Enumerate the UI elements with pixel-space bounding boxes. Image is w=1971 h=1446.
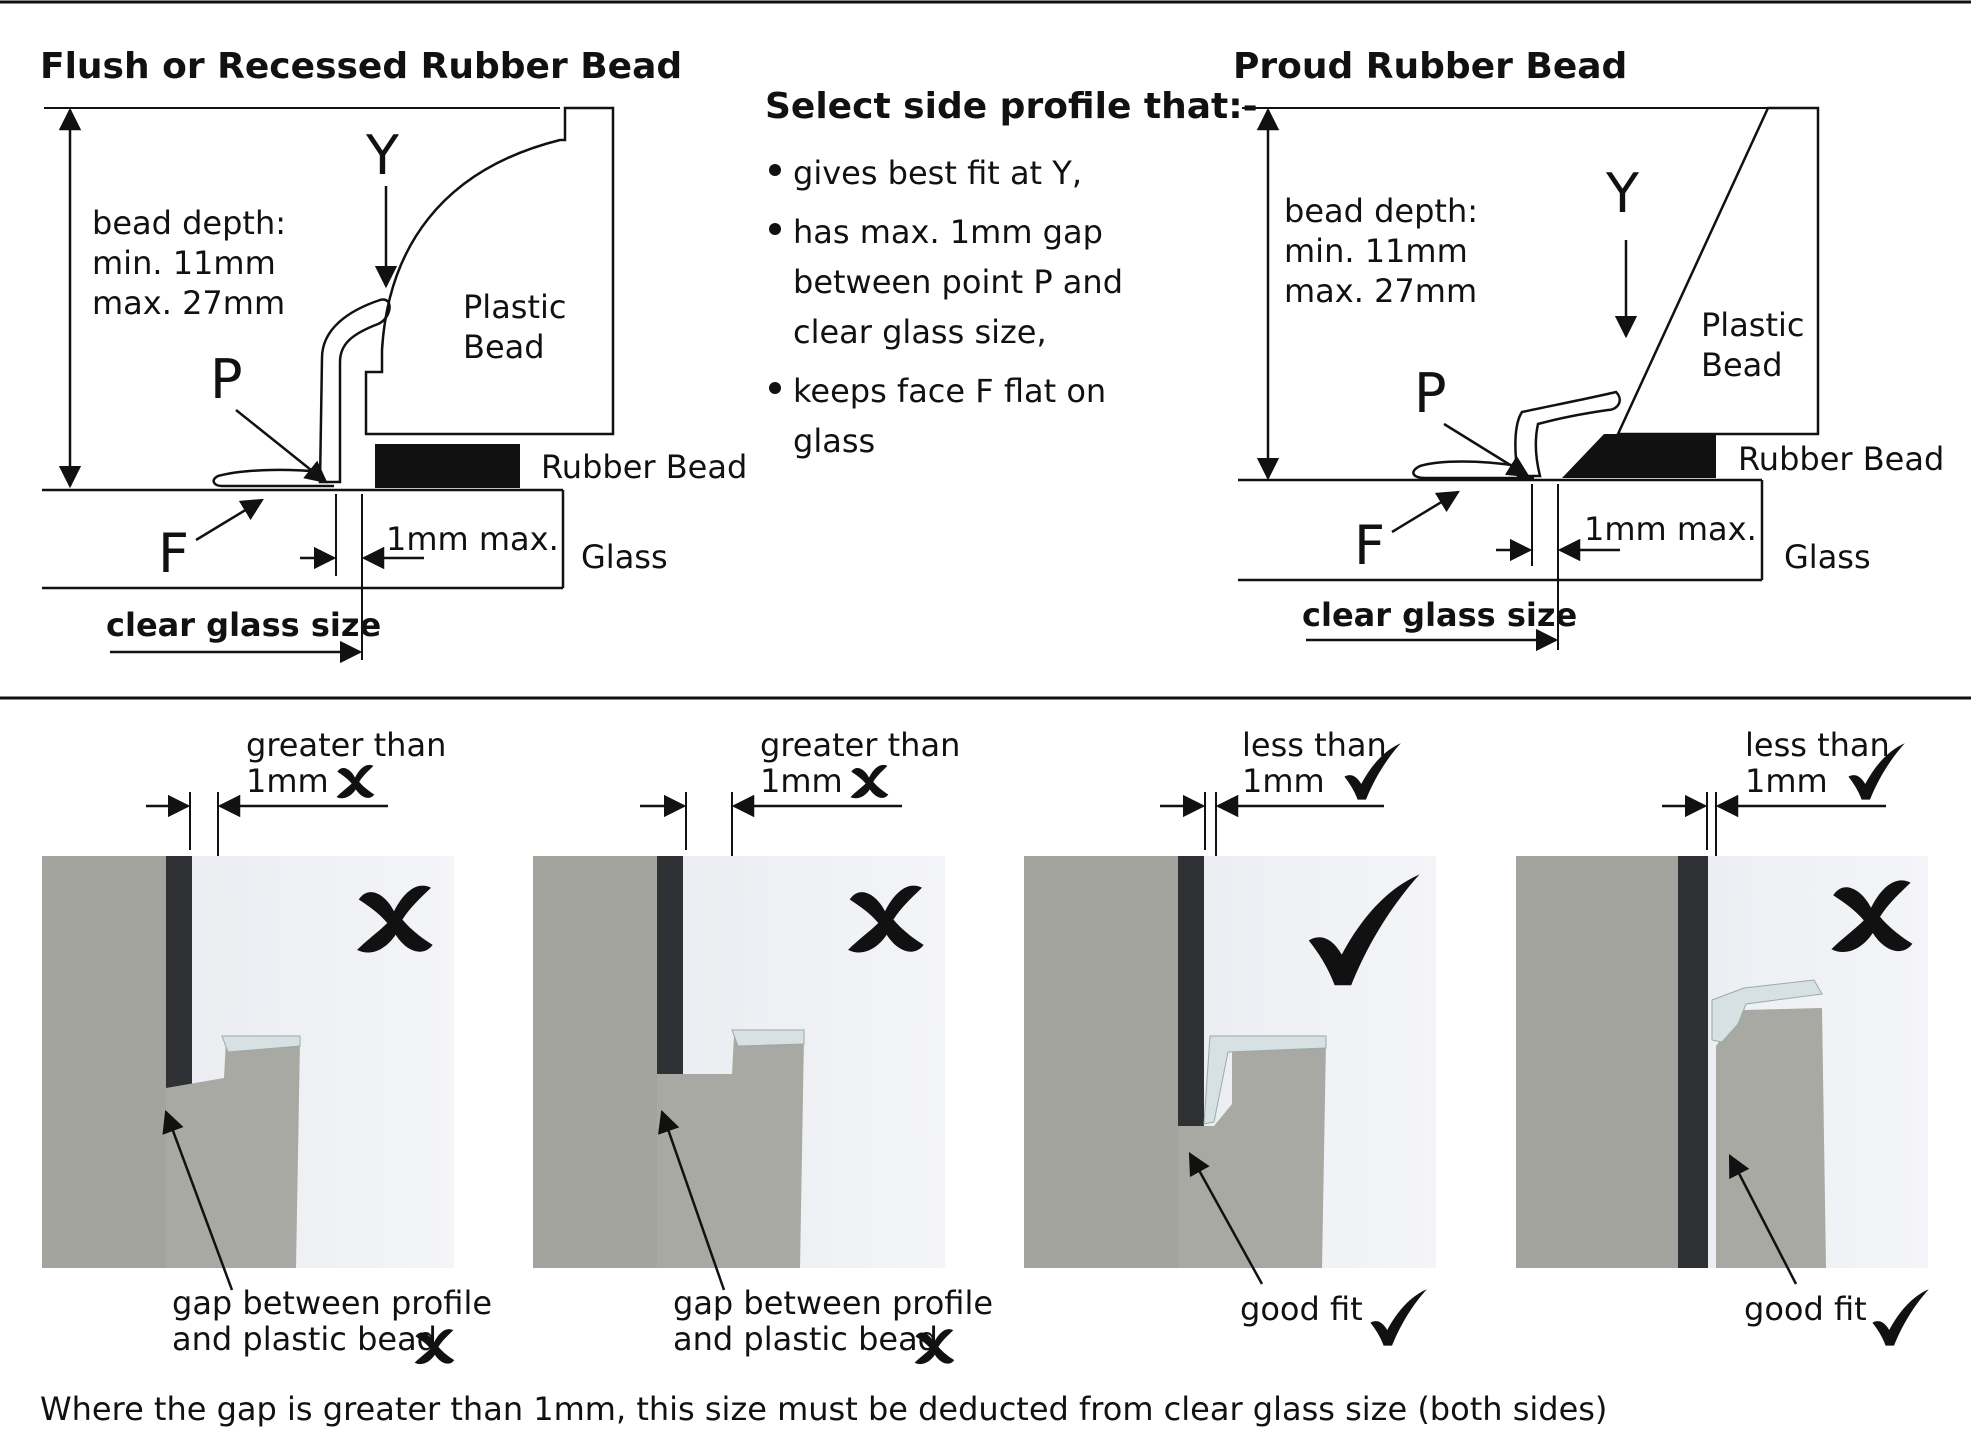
r-plastic-bead-label-1: Plastic [1701, 306, 1805, 344]
left-diagram-title: Flush or Recessed Rubber Bead [40, 46, 682, 87]
photo-panel-3: less than 1mm good fit [1024, 726, 1436, 1346]
panel-3-caption-tick-icon [1370, 1289, 1427, 1346]
panel-1-profile [166, 1040, 300, 1268]
panel-2-gap-label-1: greater than [760, 726, 960, 764]
r-plastic-bead-label-2: Bead [1701, 346, 1783, 384]
photo-panel-2: greater than 1mm gap between profile and… [533, 726, 993, 1365]
panel-4-caption-1: good fit [1744, 1290, 1867, 1328]
right-diagram-title: Proud Rubber Bead [1233, 46, 1627, 87]
r-rubber-bead-block [1562, 434, 1716, 478]
r-plastic-bead-shape [1616, 106, 1820, 436]
r-depth-label-3: max. 27mm [1284, 272, 1477, 310]
right-f-arrow [1391, 490, 1460, 534]
depth-label-3: max. 27mm [92, 284, 285, 322]
depth-label-1: bead depth: [92, 204, 286, 242]
panel-3-caption-1: good fit [1240, 1290, 1363, 1328]
panel-2-glass-edge [657, 856, 683, 1074]
left-diagram: Flush or Recessed Rubber Bead bead depth… [40, 46, 747, 664]
right-p-arrow [1443, 422, 1530, 478]
panel-2-gap-label-2: 1mm [760, 762, 843, 800]
bullet-2-line-2: between point P and [793, 263, 1123, 301]
profile-foot [212, 468, 334, 488]
panel-4-gap-label-1: less than [1745, 726, 1890, 764]
r-profile-shape [1514, 390, 1621, 478]
bullet-3 [769, 382, 781, 394]
rubber-bead-block [375, 444, 520, 488]
panel-2-caption-1: gap between profile [673, 1284, 993, 1322]
right-diagram: Proud Rubber Bead bead depth: min. 11mm … [1233, 46, 1944, 652]
left-f-label: F [158, 522, 189, 585]
footer-note: Where the gap is greater than 1mm, this … [40, 1390, 1607, 1428]
panel-1-caption-2: and plastic bead [172, 1320, 437, 1358]
rubber-bead-label: Rubber Bead [541, 448, 747, 486]
right-f-label: F [1354, 514, 1385, 577]
bullet-3-line-1: keeps face F flat on [793, 372, 1106, 410]
panel-1-profile-lip [221, 1035, 301, 1053]
right-glass-label: Glass [1784, 538, 1871, 576]
panel-3-caption-arrow [1188, 1152, 1264, 1285]
panel-2-caption-arrow [658, 1109, 726, 1291]
panel-2-caption-2: and plastic bead [673, 1320, 938, 1358]
panel-3-glass-edge [1178, 856, 1204, 1126]
left-p-arrow [235, 409, 328, 484]
bullet-2-line-1: has max. 1mm gap [793, 213, 1103, 251]
left-gap-label: 1mm max. [386, 520, 559, 558]
photo-panel-1: greater than 1mm gap between profile and… [42, 726, 492, 1365]
left-f-arrow [195, 498, 264, 542]
panel-3-frame [1024, 856, 1178, 1268]
left-p-label: P [210, 348, 243, 411]
right-y-label: Y [1605, 162, 1640, 225]
panel-2-profile [657, 1036, 804, 1268]
right-p-label: P [1414, 362, 1447, 425]
bullet-2 [769, 223, 781, 235]
plastic-bead-label-2: Bead [463, 328, 545, 366]
left-y-label: Y [365, 124, 400, 187]
panel-3-gap-label-2: 1mm [1242, 762, 1325, 800]
bullet-1-line-1: gives best fit at Y, [793, 154, 1082, 192]
bullet-1 [769, 164, 781, 176]
bullet-2-line-3: clear glass size, [793, 313, 1047, 351]
plastic-bead-shape [364, 106, 615, 436]
panel-2-profile-lip [731, 1029, 805, 1047]
panel-1-glass-edge [166, 856, 192, 1088]
panel-3-gap-label-1: less than [1242, 726, 1387, 764]
depth-label-2: min. 11mm [92, 244, 276, 282]
photo-panel-4: less than 1mm good fit [1516, 726, 1929, 1346]
right-gap-label: 1mm max. [1584, 510, 1757, 548]
r-depth-label-1: bead depth: [1284, 192, 1478, 230]
panel-4-profile-lip [1711, 979, 1823, 1043]
panel-3-profile-lip [1203, 1035, 1327, 1125]
bullet-3-line-2: glass [793, 422, 875, 460]
panel-3-profile [1178, 1040, 1326, 1268]
panel-4-frame [1516, 856, 1678, 1268]
panel-1-gap-label-2: 1mm [246, 762, 329, 800]
panel-1-gap-cross-icon [336, 764, 375, 799]
r-rubber-bead-label: Rubber Bead [1738, 440, 1944, 478]
panel-1-caption-1: gap between profile [172, 1284, 492, 1322]
panel-2-frame [533, 856, 657, 1268]
panel-4-caption-arrow [1728, 1154, 1798, 1285]
panel-2-gap-cross-icon [850, 764, 889, 799]
plastic-bead-label-1: Plastic [463, 288, 567, 326]
instructions: Select side profile that:- gives best fi… [765, 86, 1258, 460]
instructions-heading: Select side profile that:- [765, 86, 1258, 127]
right-clear-glass-label: clear glass size [1302, 596, 1577, 634]
r-profile-foot [1412, 460, 1534, 480]
panel-1-caption-arrow [162, 1109, 234, 1291]
panel-1-frame [42, 856, 166, 1268]
left-glass-label: Glass [581, 538, 668, 576]
panel-4-gap-label-2: 1mm [1745, 762, 1828, 800]
panel-4-caption-tick-icon [1872, 1289, 1929, 1346]
r-depth-label-2: min. 11mm [1284, 232, 1468, 270]
panel-4-glass-edge [1678, 856, 1708, 1268]
profile-shape [318, 298, 391, 484]
panel-1-gap-label-1: greater than [246, 726, 446, 764]
left-clear-glass-label: clear glass size [106, 606, 381, 644]
panel-4-profile [1716, 1008, 1826, 1268]
